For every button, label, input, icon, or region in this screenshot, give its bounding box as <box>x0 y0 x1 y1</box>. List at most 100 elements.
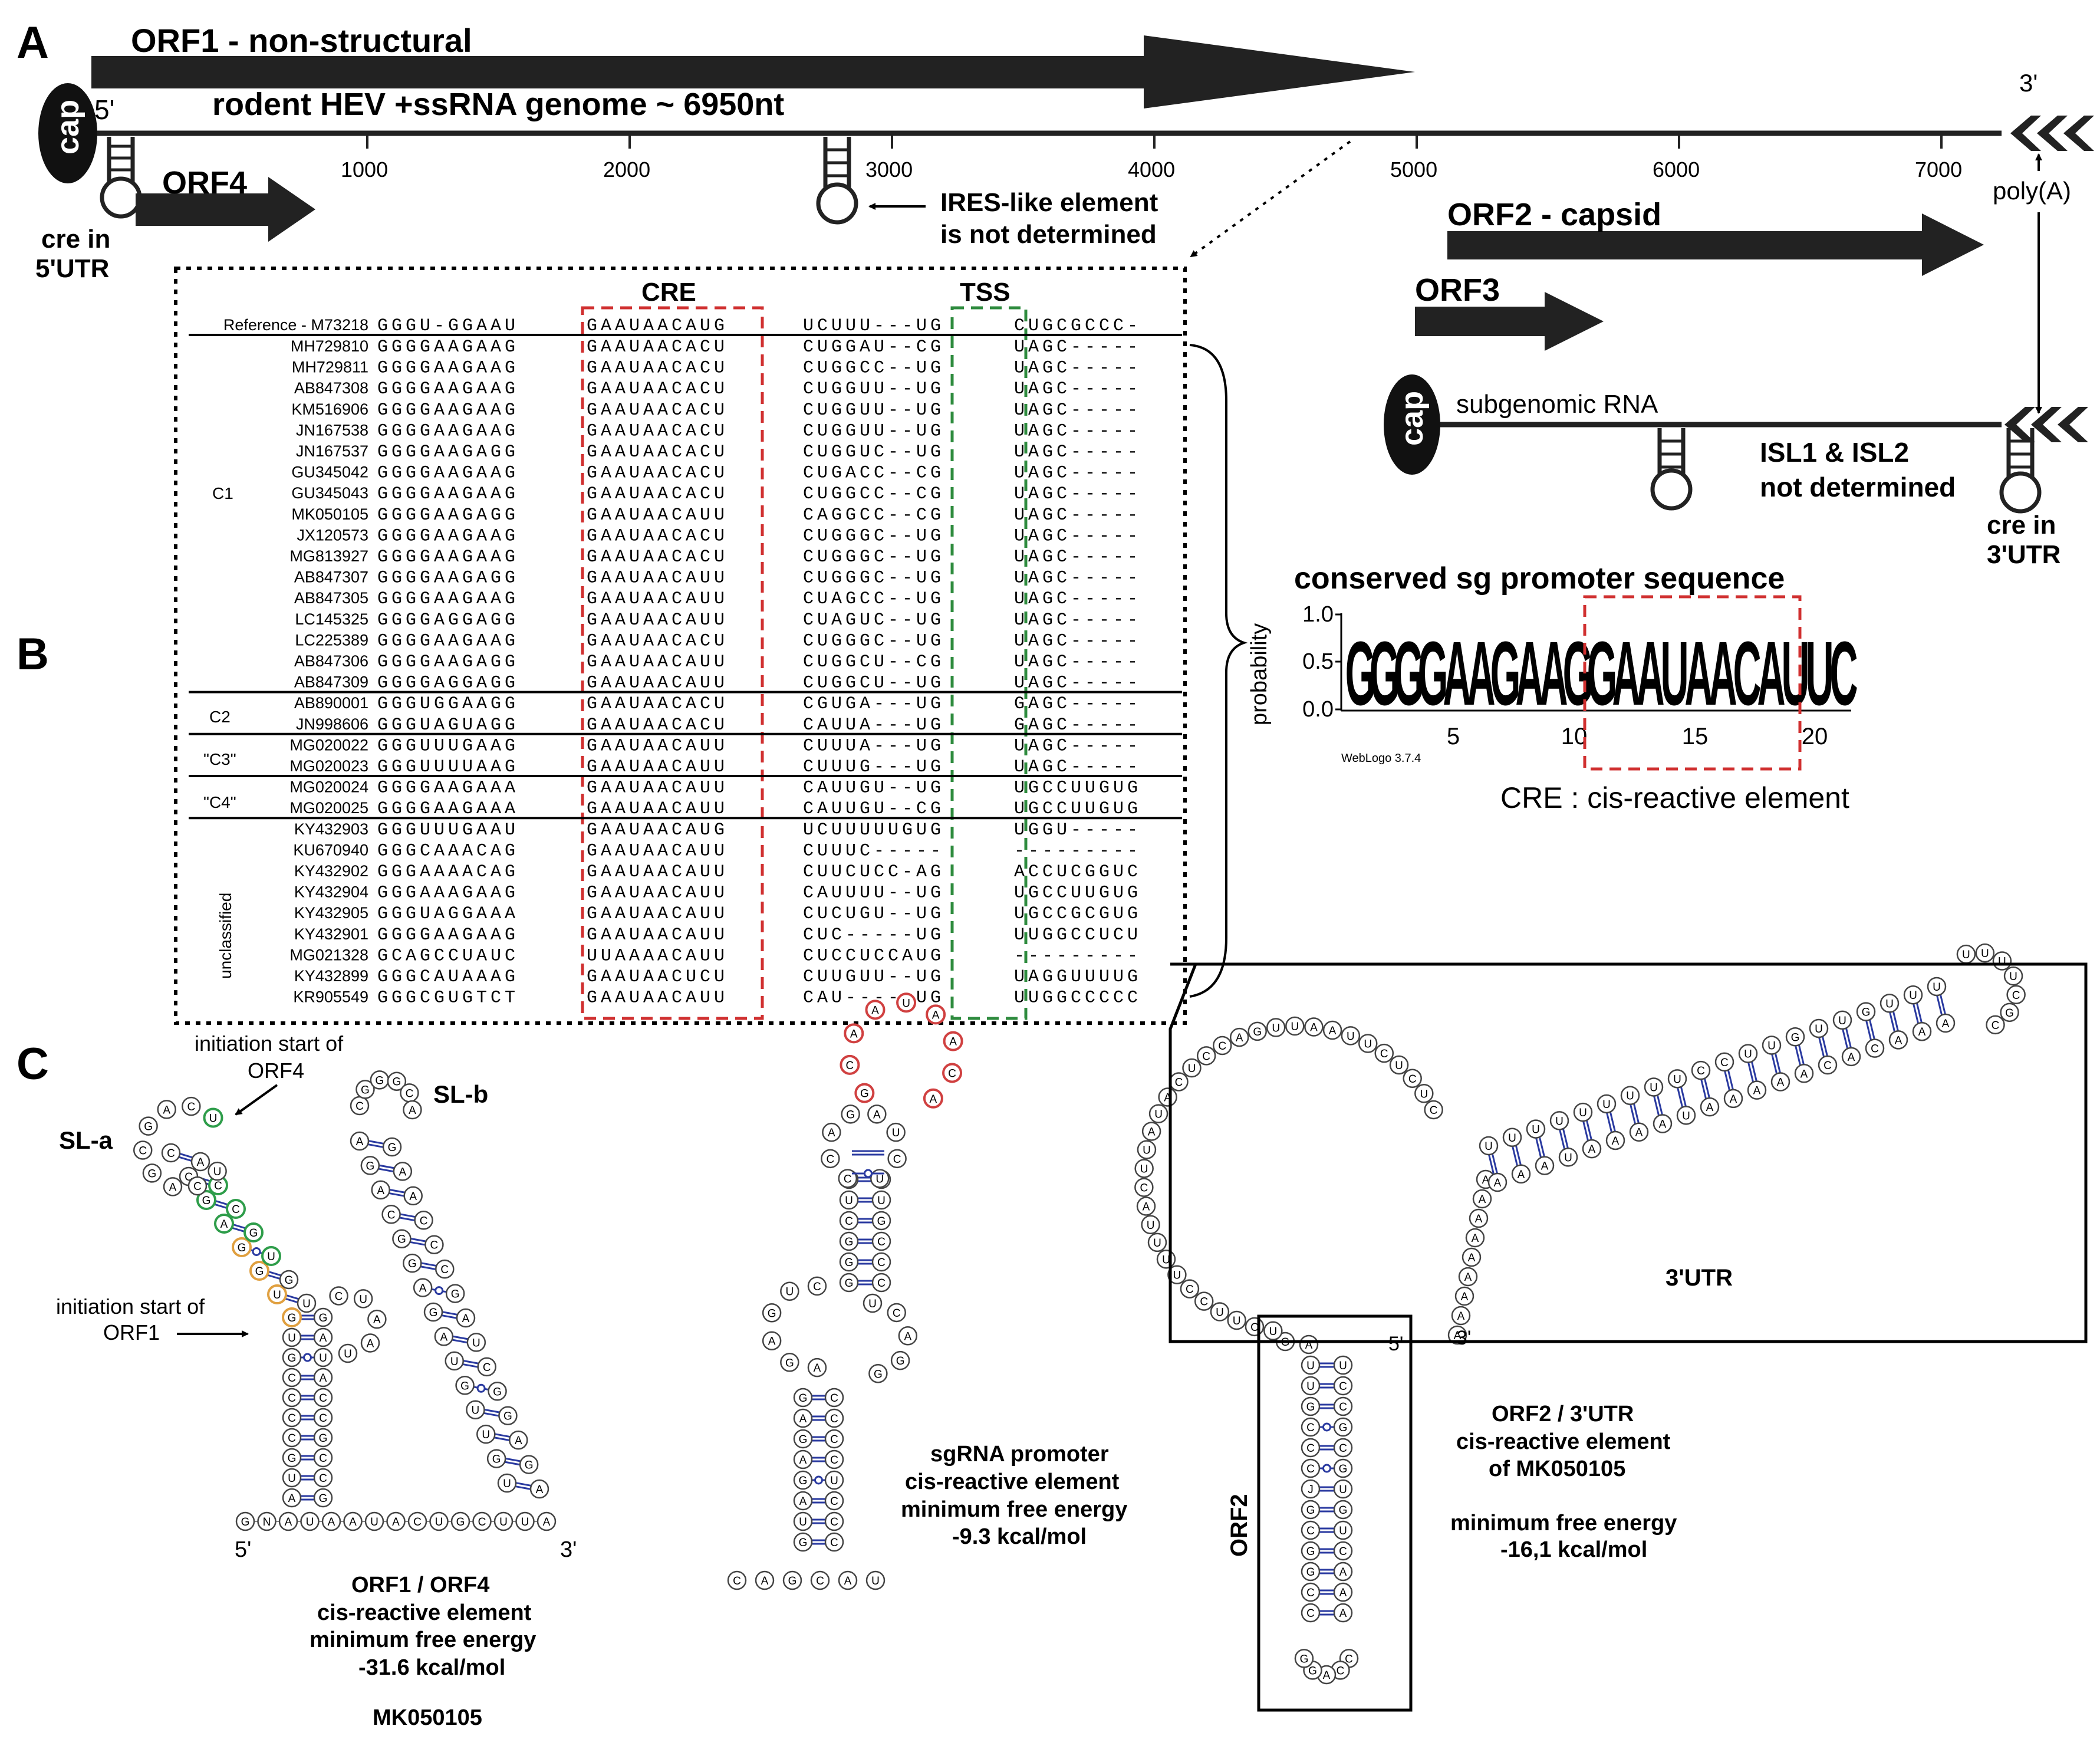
nucleotide-letter: G <box>1253 1026 1262 1038</box>
nucleotide <box>871 1231 891 1251</box>
orf2-arrow <box>1447 213 1984 276</box>
nucleotide <box>1447 1325 1467 1345</box>
cap-5prime: cap <box>38 83 97 183</box>
alignment-seq: UUGGCCCCC <box>1014 988 1141 1008</box>
cap3-line2: cis-reactive element <box>1456 1429 1671 1454</box>
alignment-seq: CUC-----UG <box>803 925 944 945</box>
nucleotide-letter: U <box>273 1289 281 1301</box>
nucleotide-letter: U <box>1269 1326 1277 1338</box>
logo-letter: G <box>1587 623 1618 724</box>
nucleotide <box>434 1327 454 1346</box>
logo-letter: A <box>1515 623 1543 724</box>
nucleotide-letter: U <box>877 1195 886 1207</box>
nucleotide <box>282 1388 302 1408</box>
nucleotide-letter: A <box>288 1493 296 1505</box>
nucleotide <box>313 1408 333 1428</box>
nucleotide-letter: G <box>874 1368 883 1380</box>
nucleotide <box>1333 1479 1353 1499</box>
nucleotide-letter: U <box>288 1332 296 1344</box>
nucleotide-letter: C <box>813 1281 821 1293</box>
nucleotide <box>871 1252 891 1272</box>
nucleotide <box>810 1570 830 1590</box>
accession-id: AB847307 <box>294 568 368 586</box>
nucleotide-letter: C <box>1306 1607 1315 1620</box>
alignment-seq: UAGC----- <box>1014 421 1141 441</box>
nucleotide-letter: A <box>1472 1232 1479 1245</box>
nucleotide <box>367 1309 387 1329</box>
accession-id: KY432903 <box>294 820 368 838</box>
cap2-line1: sgRNA promoter <box>930 1442 1109 1467</box>
alignment-seq: CAUUGU--UG <box>803 778 944 798</box>
alignment-seq: CAUUA---UG <box>803 715 944 735</box>
nucleotide <box>486 1449 506 1468</box>
logo-letter: A <box>1443 623 1471 724</box>
polya-label: poly(A) <box>1993 177 2071 205</box>
accession-id: MG813927 <box>289 547 368 565</box>
alignment-seq: UCUUUUUGUG <box>803 820 944 840</box>
alignment-seq: GGGGAAGAAG <box>377 925 519 945</box>
alignment-seq: CUAGUC--UG <box>803 610 944 630</box>
nucleotide <box>329 1286 348 1306</box>
nucleotide <box>896 992 917 1013</box>
nucleotide-letter: J <box>1308 1484 1314 1496</box>
accession-id: AB847306 <box>294 652 368 670</box>
nucleotide-letter: A <box>1236 1032 1243 1044</box>
nucleotide <box>1841 1047 1861 1067</box>
accession-id: KM516906 <box>291 400 368 418</box>
nucleotide-letter: U <box>450 1356 459 1368</box>
logo-letter: C <box>1829 623 1858 724</box>
cap3-line3: of MK050105 <box>1489 1457 1625 1481</box>
polya-chevrons-icon <box>2010 116 2094 151</box>
logo-ytick: 0.0 <box>1302 697 1334 722</box>
nucleotide-letter: G <box>877 1215 886 1228</box>
nucleotide <box>793 1532 813 1552</box>
nucleotide <box>509 1430 528 1450</box>
reference-label: Reference - M73218 <box>223 316 368 334</box>
nucleotide <box>529 1479 549 1499</box>
nucleotide-letter: C <box>1345 1653 1353 1665</box>
alignment-seq: GAAUAACACU <box>587 694 728 714</box>
nucleotide <box>839 1211 859 1231</box>
nucleotide-letter: G <box>492 1454 501 1466</box>
nucleotide-letter: C <box>826 1153 834 1166</box>
nucleotide-letter: G <box>845 1257 854 1269</box>
alignment-seq: GGGUUUGAAU <box>377 820 519 840</box>
nucleotide <box>313 1367 333 1388</box>
cap2-line4: -9.3 kcal/mol <box>952 1524 1087 1549</box>
nucleotide-letter: U <box>267 1251 275 1263</box>
alignment-seq: UAGC----- <box>1014 379 1141 399</box>
nucleotide <box>1620 1086 1640 1105</box>
nucleotide-letter: A <box>543 1516 551 1528</box>
nucleotide-letter: U <box>868 1298 877 1310</box>
alignment-seq: GGGGAAGAAG <box>377 484 519 504</box>
nucleotide-letter: U <box>1339 1484 1347 1496</box>
nucleotide-letter: G <box>361 1084 370 1096</box>
nucleotide-letter: G <box>144 1121 153 1133</box>
alignment-seq: UAGC----- <box>1014 400 1141 420</box>
nucleotide-letter: U <box>1485 1140 1493 1153</box>
nucleotide-letter: A <box>220 1218 228 1231</box>
alignment-seq: UAGC----- <box>1014 337 1141 357</box>
genome-tick-label: 7000 <box>1915 157 1962 182</box>
alignment-seq: GGGUAGGAAA <box>377 904 519 924</box>
nucleotide <box>890 1350 910 1370</box>
nucleotide-letter: C <box>1186 1284 1194 1296</box>
alignment-seq: GGGGAAGAAG <box>377 400 519 420</box>
alignment-seq: GGGGAAGAGG <box>377 568 519 589</box>
nucleotide-letter: U <box>1339 1360 1347 1372</box>
alignment-seq: UAGC----- <box>1014 568 1141 589</box>
nucleotide-letter: U <box>1767 1040 1776 1052</box>
nucleotide-letter: A <box>768 1336 776 1348</box>
nucleotide-letter: C <box>1202 1050 1210 1063</box>
nucleotide-letter: U <box>1815 1023 1823 1035</box>
nucleotide <box>261 1246 281 1266</box>
nucleotide-letter: U <box>1508 1132 1516 1145</box>
orf3-label: ORF3 <box>1415 272 1500 308</box>
panel-a: A ORF1 - non-structural rodent HEV +ssRN… <box>17 18 2094 569</box>
nucleotide-letter: U <box>344 1348 352 1360</box>
alignment-seq: GAAUAACACU <box>587 337 728 357</box>
cre-box <box>581 306 764 1020</box>
alignment-seq: GGGGAAGAAG <box>377 526 519 546</box>
nucleotide-letter: A <box>873 1109 881 1121</box>
nucleotide-letter: U <box>521 1516 529 1528</box>
